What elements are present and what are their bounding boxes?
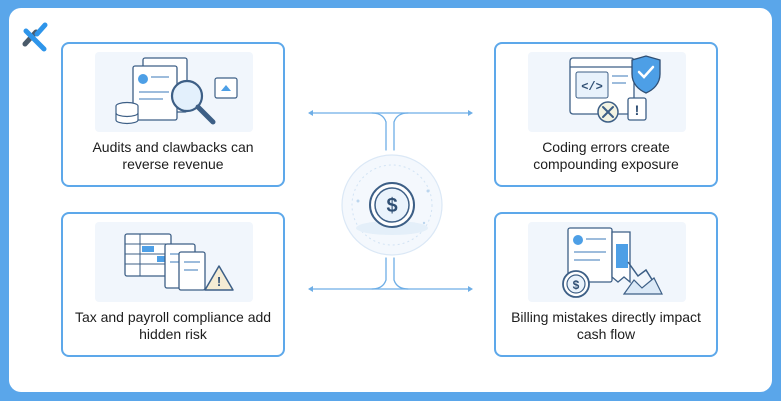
hub-dollar-symbol: $ [386, 195, 397, 217]
card-audits: Audits and clawbacks can reverse revenue [61, 42, 285, 187]
x-check-logo-icon [22, 22, 48, 52]
code-shield-illustration: </> ! [528, 52, 686, 132]
svg-text:!: ! [635, 102, 640, 118]
card-coding-errors-label: Coding errors create compounding exposur… [533, 139, 679, 172]
svg-text:!: ! [217, 274, 221, 289]
svg-text:$: $ [573, 278, 580, 292]
compliance-warning-illustration: ! [95, 222, 253, 302]
billing-cashflow-illustration: $ [528, 222, 686, 302]
card-tax-payroll-label: Tax and payroll compliance add hidden ri… [74, 309, 272, 342]
audit-magnifier-illustration [95, 52, 253, 132]
card-billing-label: Billing mistakes directly impact cash fl… [511, 309, 701, 342]
svg-text:</>: </> [581, 80, 603, 94]
card-tax-payroll: ! Tax and payroll compliance add hidden … [61, 212, 285, 357]
card-billing: $ Billing mistakes directly impact cash … [494, 212, 718, 357]
dollar-coin-icon: $ [341, 154, 443, 256]
card-coding-errors: </> ! Coding errors create compounding e… [494, 42, 718, 187]
card-audits-label: Audits and clawbacks can reverse revenue [92, 139, 254, 172]
